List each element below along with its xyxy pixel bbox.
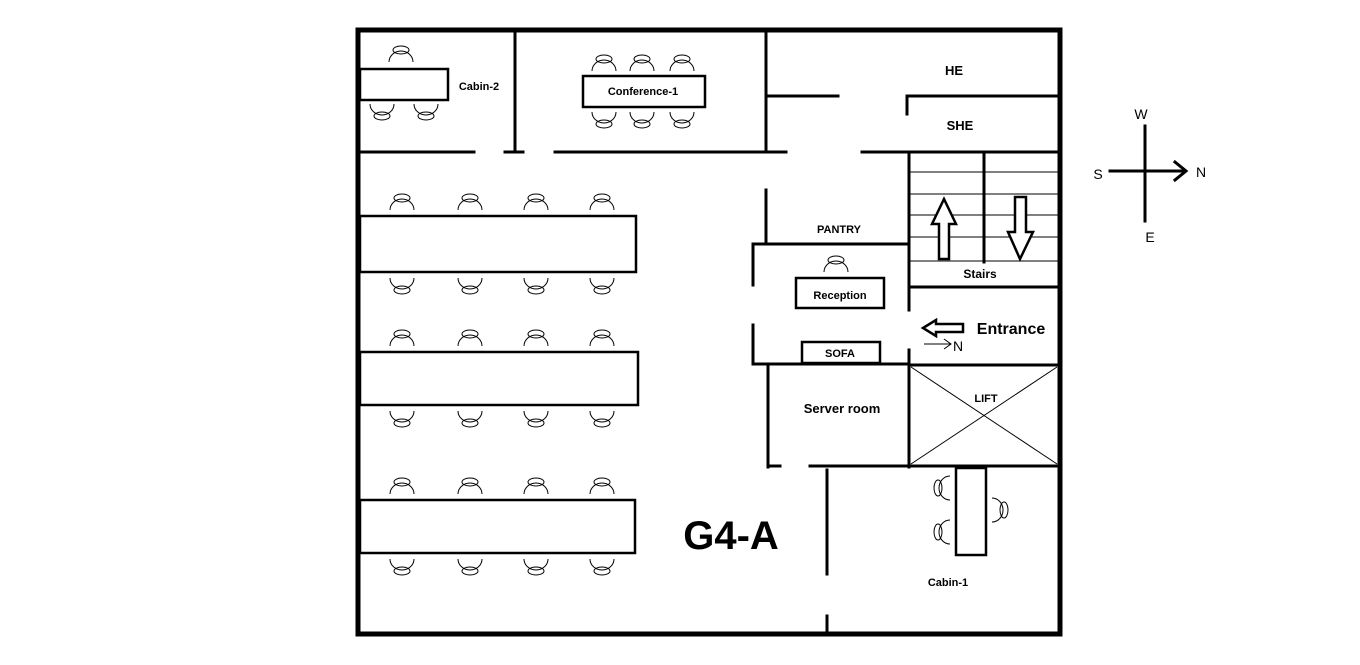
reception-desk	[794, 276, 886, 310]
chair-icon	[389, 329, 415, 347]
entrance-arrow-icon	[920, 317, 965, 339]
chair-icon	[591, 111, 617, 129]
cabin-1-desk	[954, 466, 988, 557]
chair-icon	[589, 410, 615, 428]
server-room-label: Server room	[804, 401, 881, 416]
chair-icon	[457, 558, 483, 576]
entrance-label: Entrance	[977, 321, 1046, 338]
chair-icon	[389, 410, 415, 428]
chair-icon	[589, 477, 615, 495]
chair-icon	[523, 329, 549, 347]
chair-icon	[523, 277, 549, 295]
sofa-label: SOFA	[825, 348, 855, 360]
stairs-label: Stairs	[963, 267, 997, 281]
compass-west-label: W	[1134, 106, 1148, 122]
she-room-label: SHE	[947, 118, 974, 133]
chair-icon	[629, 54, 655, 72]
chair-icon	[457, 277, 483, 295]
chair-icon	[413, 103, 439, 121]
chair-icon	[457, 329, 483, 347]
chair-icon	[629, 111, 655, 129]
chair-icon	[523, 558, 549, 576]
compass-east-label: E	[1145, 229, 1154, 245]
stairs-up-arrow-icon	[930, 196, 958, 261]
compass: W S N E	[1093, 106, 1206, 245]
conference-table	[581, 74, 707, 109]
chairs	[369, 45, 1009, 576]
entrance-direction-label: N	[953, 338, 963, 354]
lift-label: LIFT	[974, 393, 997, 405]
compass-north-label: N	[1196, 164, 1206, 180]
chair-icon	[457, 477, 483, 495]
chair-icon	[523, 410, 549, 428]
cabin-1-label: Cabin-1	[928, 577, 968, 589]
workstation-row-1	[358, 214, 638, 274]
plan-title: G4-A	[683, 514, 779, 558]
chair-icon	[591, 54, 617, 72]
workstation-row-2	[358, 350, 640, 407]
outer-wall	[355, 27, 1063, 637]
chair-icon	[823, 255, 849, 273]
pantry-label: PANTRY	[817, 224, 862, 236]
chair-icon	[933, 475, 951, 501]
chair-icon	[457, 193, 483, 211]
chair-icon	[669, 54, 695, 72]
chair-icon	[589, 558, 615, 576]
chair-icon	[369, 103, 395, 121]
stairs-block	[910, 152, 1058, 264]
chair-icon	[523, 477, 549, 495]
cabin-2-label: Cabin-2	[459, 81, 499, 93]
chair-icon	[389, 277, 415, 295]
chair-icon	[589, 277, 615, 295]
chair-icon	[389, 558, 415, 576]
sofa	[800, 340, 882, 365]
reception-label: Reception	[813, 290, 866, 302]
chair-icon	[388, 45, 414, 63]
stairs-down-arrow-icon	[1006, 195, 1035, 262]
chair-icon	[389, 477, 415, 495]
chair-icon	[589, 193, 615, 211]
cabin-2-desk	[358, 67, 450, 102]
workstation-row-3	[358, 498, 637, 555]
chair-icon	[933, 519, 951, 545]
chair-icon	[589, 329, 615, 347]
chair-icon	[669, 111, 695, 129]
conference-1-label: Conference-1	[608, 86, 678, 98]
chair-icon	[523, 193, 549, 211]
interior-walls	[358, 30, 1060, 634]
he-room-label: HE	[945, 63, 963, 78]
chair-icon	[389, 193, 415, 211]
lift-shaft	[910, 366, 1058, 465]
desks	[358, 67, 988, 557]
chair-icon	[457, 410, 483, 428]
chair-icon	[991, 497, 1009, 523]
compass-south-label: S	[1093, 166, 1102, 182]
